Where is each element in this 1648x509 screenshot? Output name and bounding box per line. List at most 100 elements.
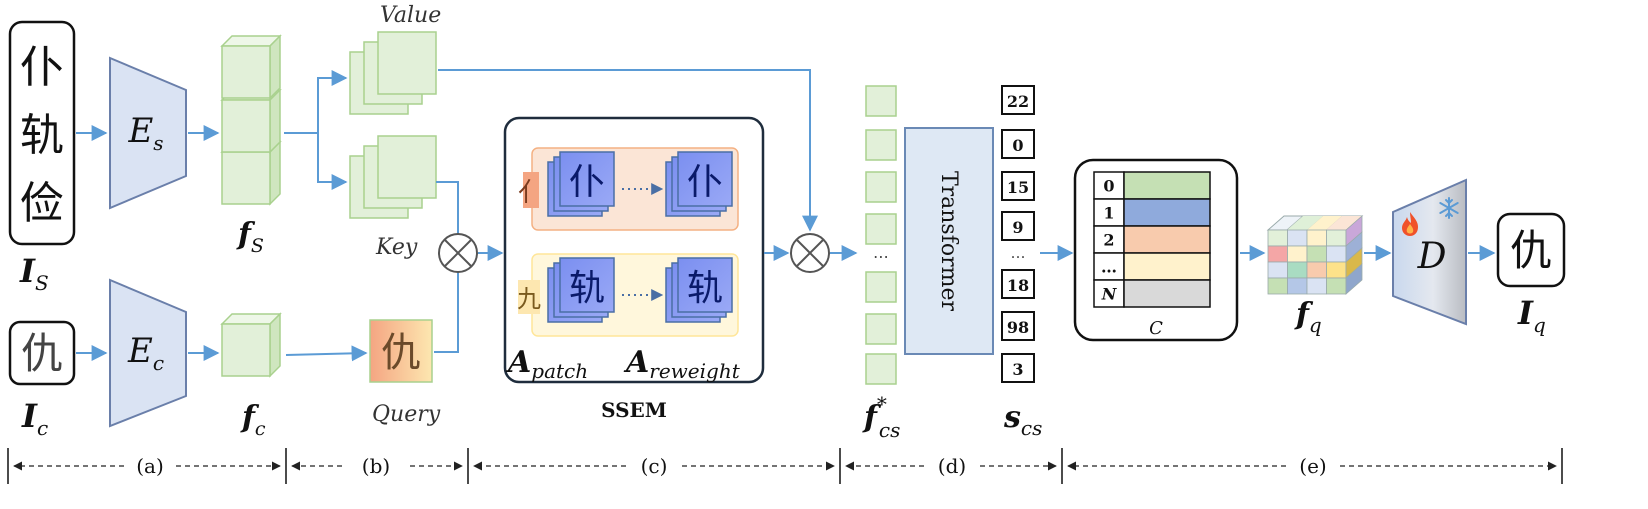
value-stack [349,31,437,115]
symbol-f-c: fc [240,400,266,440]
svg-text:仆: 仆 [569,162,605,203]
svg-text:IS: IS [19,252,49,295]
svg-text:1: 1 [1103,204,1114,223]
svg-text:⋯: ⋯ [873,247,889,266]
multiply-op-2 [790,233,830,273]
index-column: 22 0 15 9 … 18 98 3 [1001,85,1035,383]
index-cell: 0 [1001,129,1035,159]
snowflake-icon [1439,197,1459,219]
svg-text:f*cs: f*cs [862,392,900,442]
output-box: 仇 [1496,212,1566,288]
symbol-f-cs-star: f*cs [862,392,900,442]
svg-text:轨: 轨 [569,268,605,309]
ssem-reweight-stack-1: 仆 [665,151,733,217]
svg-text:15: 15 [1007,178,1029,197]
feature-fq-cube [1266,215,1364,295]
symbol-I-c: Ic [21,397,48,440]
feature-fcs-column: ⋯ [865,85,897,385]
query-char: 仇 [381,330,421,376]
stage-label-b: (b) [362,454,390,478]
index-cell: 15 [1001,171,1035,201]
symbol-A-reweight: Areweight [623,345,741,383]
codebook-entry: … [1093,252,1211,281]
svg-text:0: 0 [1012,136,1023,155]
svg-text:Iq: Iq [1517,294,1546,337]
flame-icon [1402,212,1418,236]
style-char-3: 俭 [20,178,64,229]
ssem-label: SSEM [601,398,667,422]
svg-text:Transformer: Transformer [936,171,961,312]
style-char-2: 轨 [20,110,64,161]
symbol-I-S: IS [19,252,49,295]
index-cell: 18 [1001,269,1035,299]
codebook-entry: 1 [1093,198,1211,227]
svg-text:98: 98 [1007,318,1029,337]
svg-text:亻: 亻 [518,178,544,208]
multiply-op-1 [438,233,478,273]
index-cell: 98 [1001,311,1035,341]
output-char: 仇 [1510,226,1552,275]
content-char: 仇 [21,329,63,378]
svg-text:…: … [1011,244,1026,262]
line-key-to-mult [436,181,459,234]
stage-label-a: (a) [136,454,164,478]
svg-text:18: 18 [1007,276,1029,295]
svg-text:轨: 轨 [687,268,723,309]
transformer-block: Transformer [904,127,994,355]
symbol-f-q: fq [1294,297,1322,337]
svg-text:fS: fS [236,217,264,257]
ssem-module: 亻 仆 仆 九 轨 轨 Ap [503,116,765,384]
ssem-reweight-stack-2: 轨 [665,257,733,323]
symbol-A-patch: Apatch [505,345,588,383]
index-cell: 9 [1001,211,1035,241]
svg-text:C: C [1149,318,1163,339]
feature-fs-stack [220,34,282,206]
index-cell: 3 [1001,353,1035,383]
line-query-to-mult [434,272,459,353]
ssem-patch-stack-1: 仆 [547,151,615,217]
key-label: Key [375,235,418,260]
symbol-I-q: Iq [1517,294,1546,337]
symbol-s-cs: scs [1003,400,1042,440]
arrow-fc-to-query [285,345,368,362]
ssem-patch-stack-2: 轨 [547,257,615,323]
codebook-entry: N [1093,279,1211,308]
value-label: Value [380,3,441,28]
svg-text:fc: fc [240,400,266,440]
stage-label-c: (c) [641,454,668,478]
svg-text:9: 9 [1012,218,1023,237]
svg-text:…: … [1101,258,1117,277]
index-cell: 22 [1001,85,1035,115]
svg-text:22: 22 [1007,92,1029,111]
codebook: 0 1 2 … N C [1073,158,1239,342]
stage-label-e: (e) [1299,454,1326,478]
style-input-box: 仆 轨 俭 [8,20,76,246]
svg-text:Ic: Ic [21,397,48,440]
stage-label-d: (d) [938,454,966,478]
svg-text:scs: scs [1003,400,1042,440]
codebook-entry: 0 [1093,171,1211,200]
content-encoder: Ec [109,278,187,428]
arrow-value-to-mult2 [438,69,818,232]
key-stack [349,135,437,219]
query-map: 仇 [369,319,433,383]
svg-text:3: 3 [1012,360,1023,379]
svg-text:2: 2 [1103,231,1114,250]
svg-text:0: 0 [1103,177,1114,196]
symbol-f-S: fS [236,217,264,257]
svg-text:fq: fq [1294,297,1322,337]
svg-text:Ec: Ec [127,331,164,375]
query-label: Query [372,402,441,427]
svg-text:Es: Es [127,111,163,155]
style-encoder: Es [109,56,187,210]
content-input-box: 仇 [8,320,76,386]
svg-text:D: D [1417,236,1447,277]
arrow-fs-to-value [284,70,348,134]
arrow-fs-to-key [317,133,348,190]
decoder: D [1392,178,1467,326]
stage-ruler: (a) (b) (c) (d) (e) [7,448,1563,484]
codebook-entry: 2 [1093,225,1211,254]
svg-text:N: N [1101,285,1118,304]
